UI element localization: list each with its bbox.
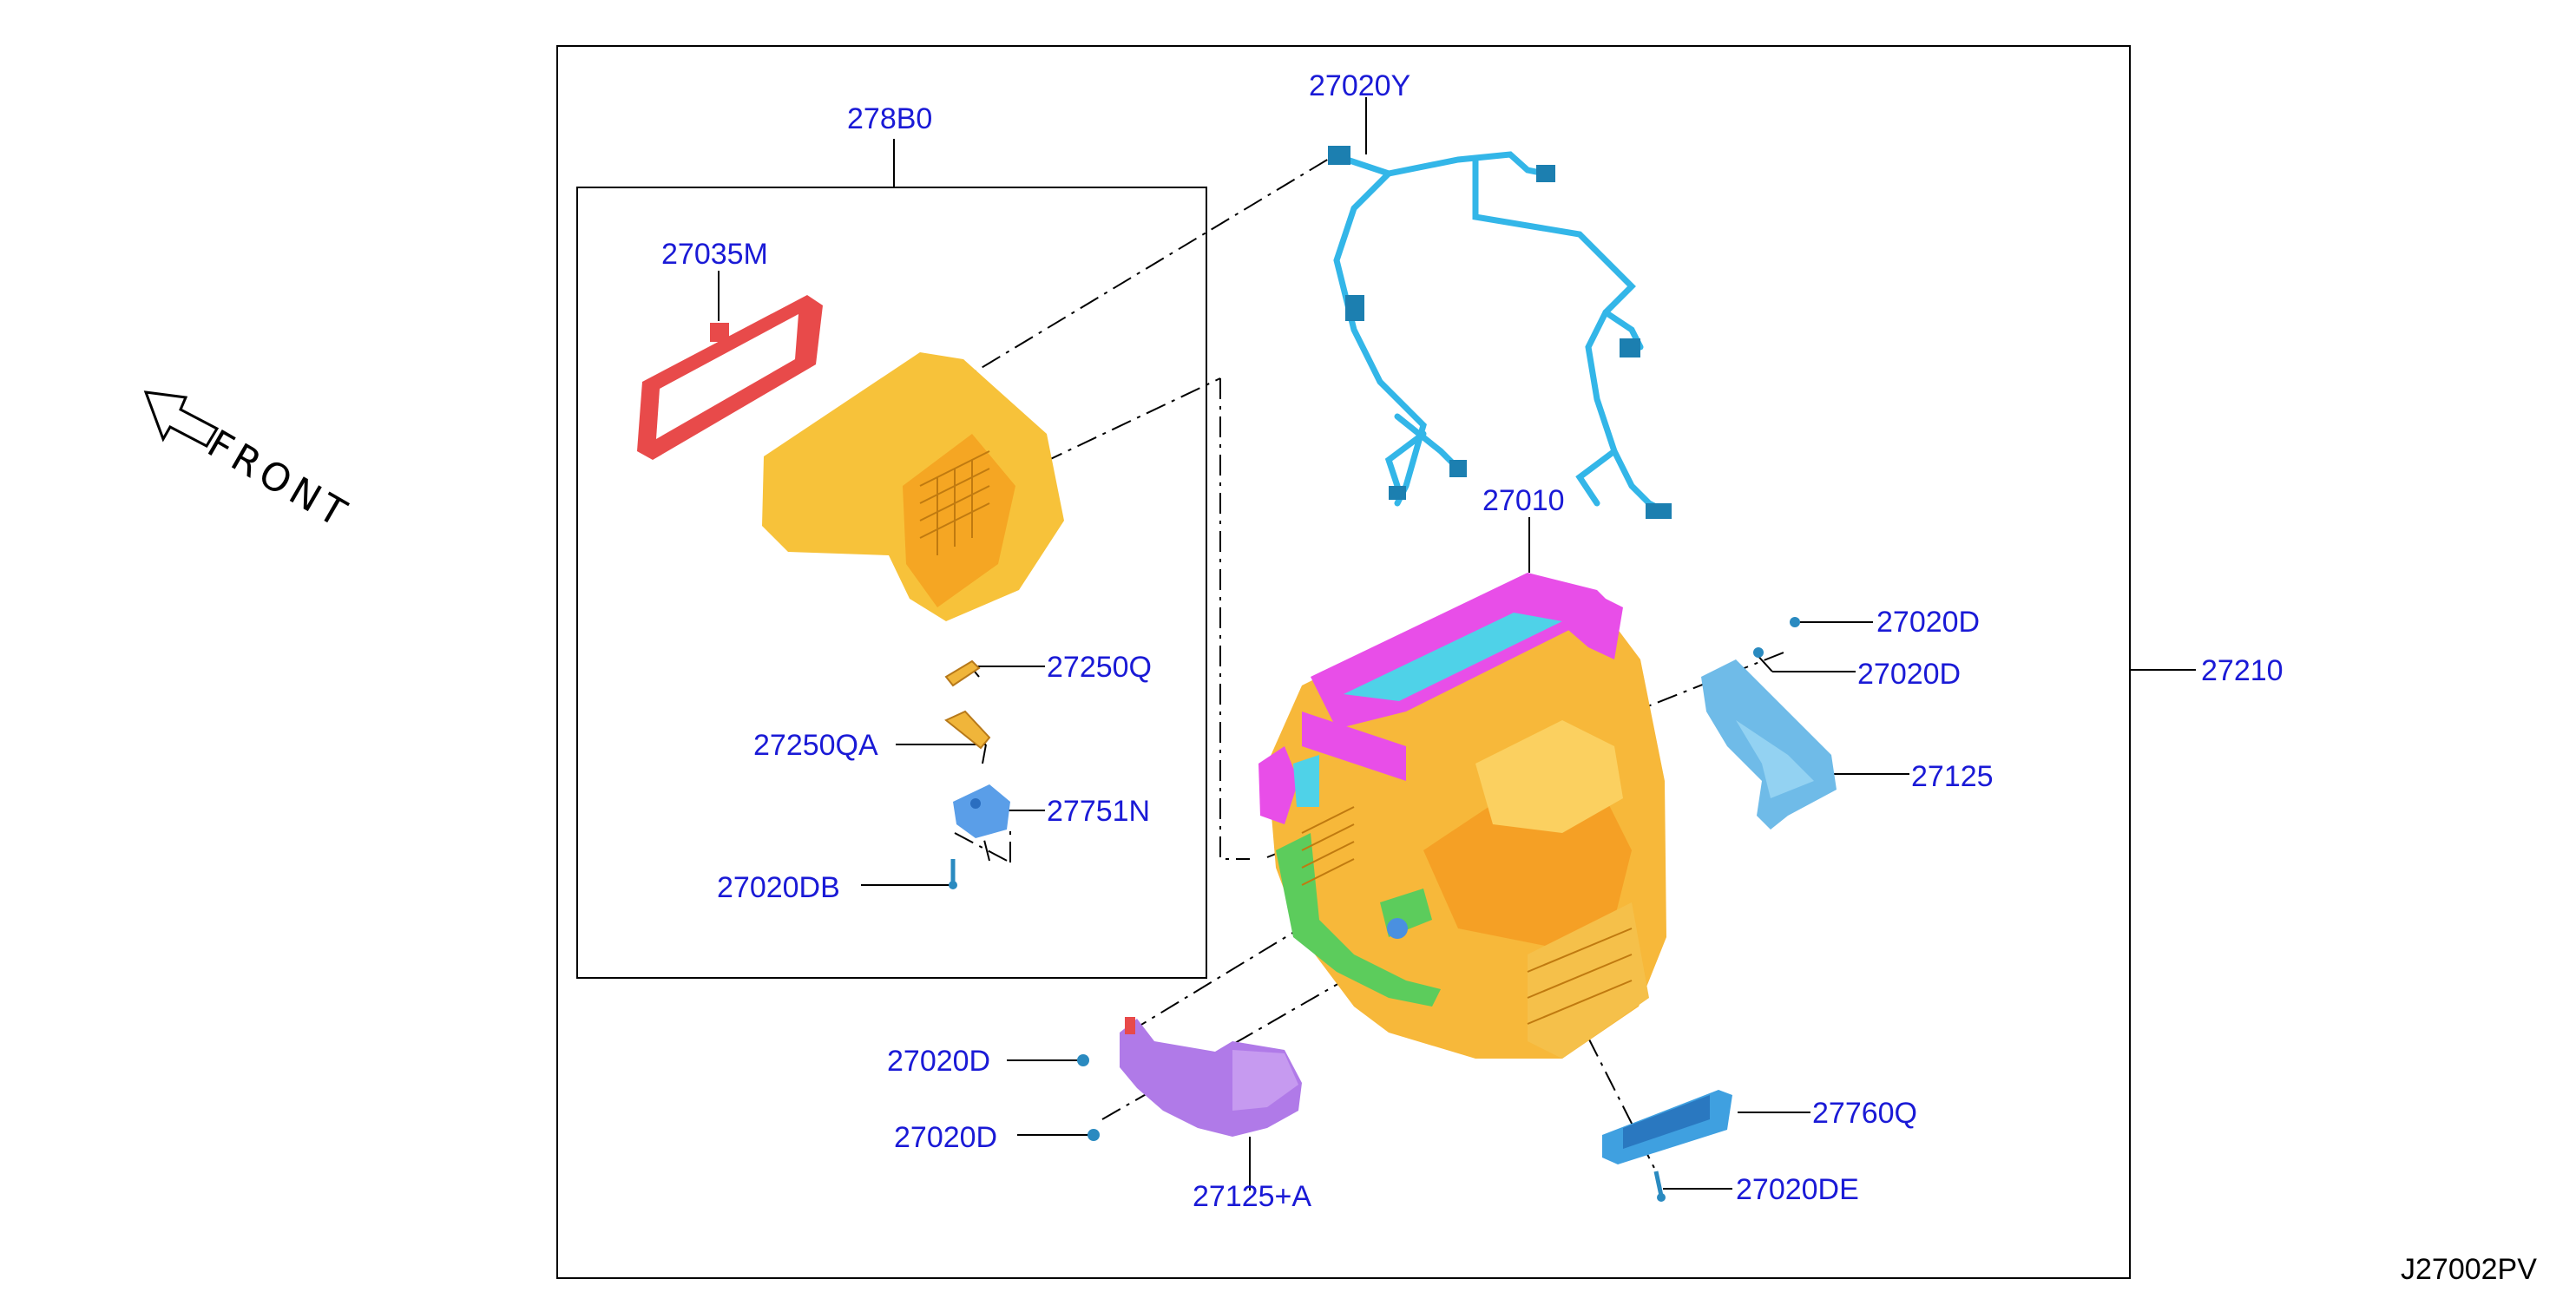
harness-27020Y [1333, 151, 1670, 515]
module-27760Q [1602, 1090, 1732, 1164]
filter-seal-27035M [637, 295, 823, 460]
duct-27125 [1701, 659, 1837, 830]
part-label-27250Q[interactable]: 27250Q [1047, 651, 1152, 684]
part-label-278B0[interactable]: 278B0 [847, 102, 933, 135]
intake-housing [762, 352, 1064, 621]
part-label-27010[interactable]: 27010 [1482, 484, 1565, 517]
part-label-27020Y[interactable]: 27020Y [1309, 69, 1411, 102]
screws-right [1753, 617, 1800, 658]
outer-frame [556, 45, 2131, 1279]
screw-27020DB [949, 859, 957, 889]
duct-27125A [1120, 1017, 1302, 1137]
screws-left [1077, 1054, 1100, 1141]
harness-connectors [1328, 146, 1672, 519]
heater-unit-27010 [1258, 573, 1666, 1059]
actuator-27751N [953, 784, 1010, 838]
link-parts [944, 659, 991, 750]
front-arrow-icon [143, 390, 220, 448]
part-label-27760Q[interactable]: 27760Q [1812, 1097, 1917, 1130]
part-label-27751N[interactable]: 27751N [1047, 795, 1151, 828]
part-label-27020D-second[interactable]: 27020D [1857, 658, 1962, 691]
part-label-27020DB[interactable]: 27020DB [717, 871, 840, 904]
screw-27020DE [1653, 1171, 1666, 1202]
part-label-27125[interactable]: 27125 [1911, 760, 1994, 793]
part-label-27125A[interactable]: 27125+A [1193, 1180, 1312, 1213]
part-label-27020D-left-upper[interactable]: 27020D [887, 1045, 991, 1078]
part-label-27210[interactable]: 27210 [2201, 654, 2284, 687]
inner-frame-278B0 [576, 187, 1207, 979]
part-label-27020D-left-lower[interactable]: 27020D [894, 1121, 998, 1154]
part-label-27020D-upper[interactable]: 27020D [1876, 606, 1981, 639]
part-label-27020DE[interactable]: 27020DE [1736, 1173, 1859, 1206]
part-label-27250QA[interactable]: 27250QA [753, 729, 878, 762]
drawing-code: J27002PV [2401, 1253, 2537, 1286]
part-label-27035M[interactable]: 27035M [661, 238, 768, 271]
